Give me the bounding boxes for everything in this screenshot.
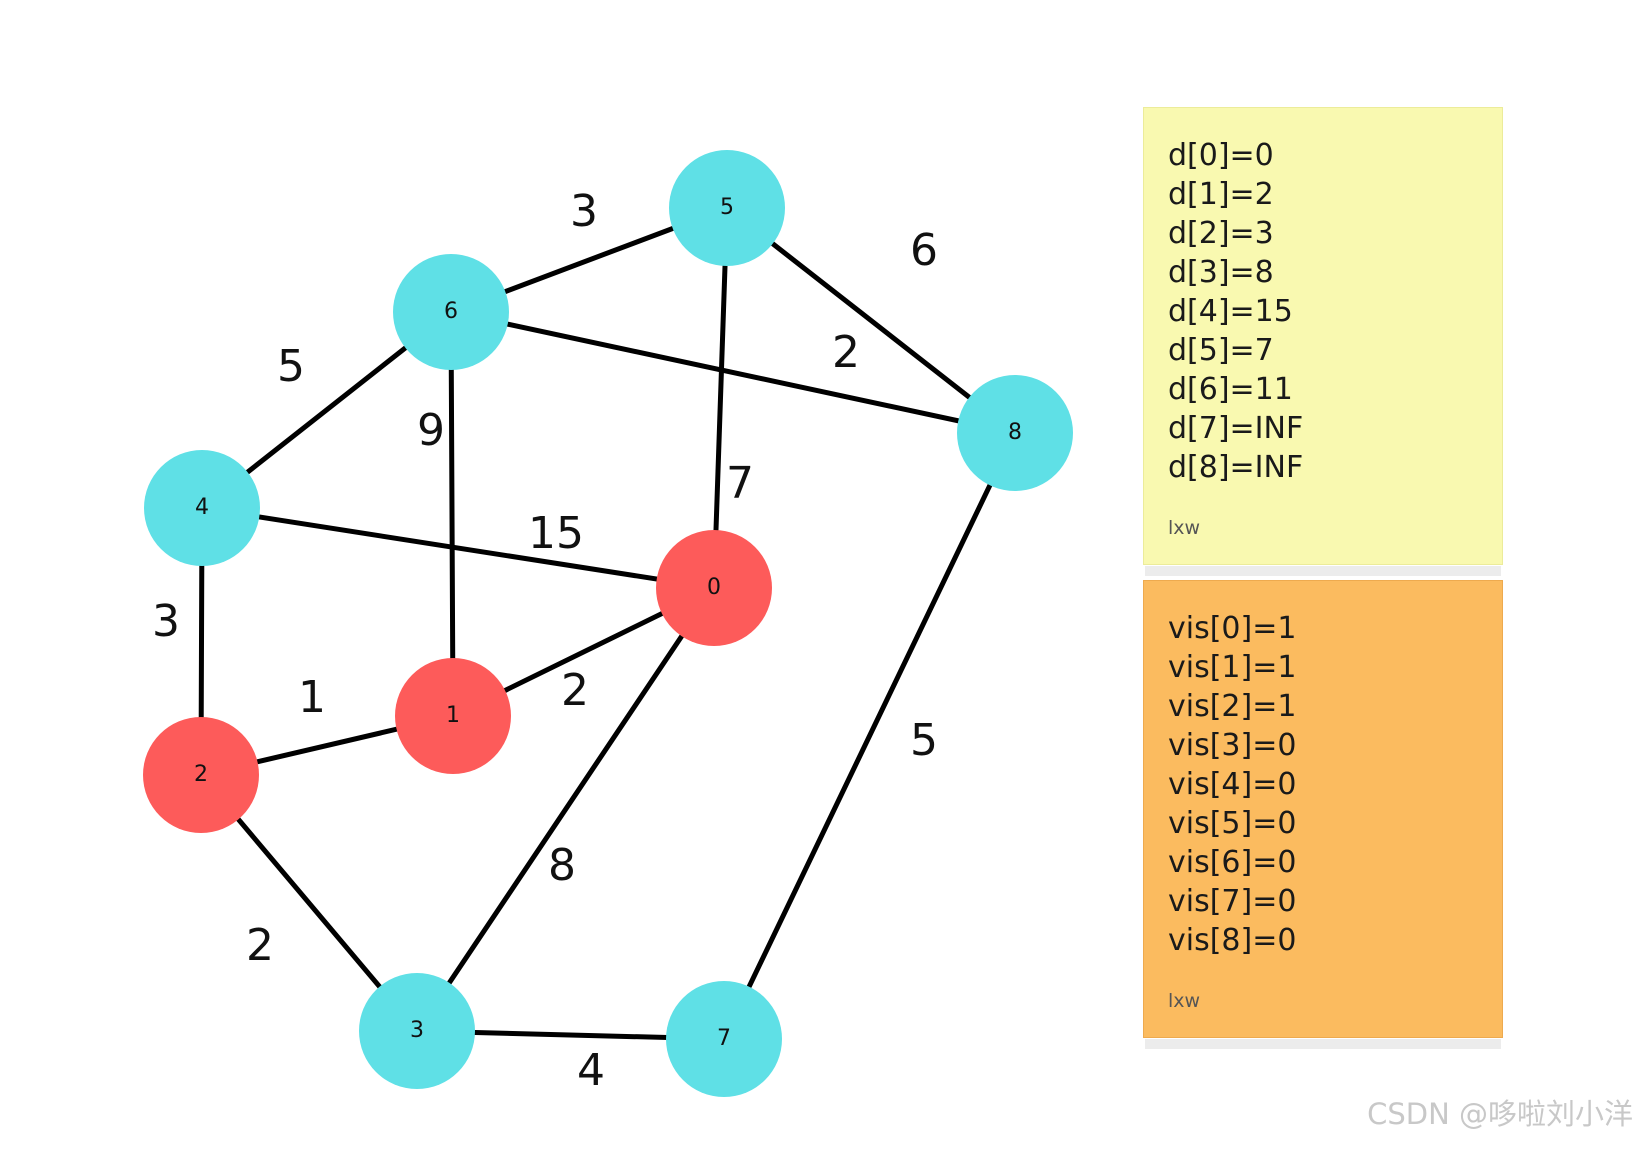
distance-note-shadow	[1145, 566, 1501, 576]
distance-line-1: d[1]=2	[1168, 177, 1274, 212]
node-label-0: 0	[707, 575, 721, 600]
edge-weight-6-5: 3	[570, 186, 598, 237]
edge-5-8	[724, 205, 1018, 436]
distance-line-5: d[5]=7	[1168, 333, 1274, 368]
edge-weight-6-1: 9	[417, 405, 445, 456]
node-label-4: 4	[195, 495, 209, 520]
node-label-6: 6	[444, 299, 458, 324]
distance-line-8: d[8]=INF	[1168, 450, 1304, 485]
edge-weight-2-3: 2	[246, 920, 274, 971]
edge-5-0	[711, 205, 730, 591]
edge-weight-3-7: 4	[577, 1045, 605, 1096]
edge-weight-2-1: 1	[298, 672, 326, 723]
node-8: 8	[957, 375, 1073, 491]
node-circle-1	[395, 658, 511, 774]
node-label-2: 2	[194, 762, 208, 787]
distance-line-4: d[4]=15	[1168, 294, 1293, 329]
node-label-3: 3	[410, 1018, 424, 1043]
edge-8-7	[721, 430, 1018, 1042]
distance-line-0: d[0]=0	[1168, 138, 1274, 173]
nodes-layer: 0 1 2 3 4 5 6 7 8	[143, 150, 1073, 1097]
edge-weight-4-2: 3	[152, 596, 180, 647]
node-0: 0	[656, 530, 772, 646]
edges-layer	[198, 205, 1018, 1042]
distance-line-7: d[7]=INF	[1168, 411, 1304, 446]
distance-note: d[0]=0 d[1]=2 d[2]=3 d[3]=8 d[4]=15 d[5]=7 d[6…	[1143, 107, 1503, 565]
node-circle-7	[666, 981, 782, 1097]
node-label-5: 5	[720, 195, 734, 220]
edge-6-1	[448, 309, 456, 719]
edge-weight-5-8: 6	[910, 225, 938, 276]
node-circle-0	[656, 530, 772, 646]
edge-6-8	[448, 309, 1018, 436]
visited-line-2: vis[2]=1	[1168, 689, 1297, 724]
edge-4-0	[199, 505, 717, 591]
distance-note-author: lxw	[1168, 517, 1201, 539]
edge-weight-0-3: 8	[548, 840, 576, 891]
node-2: 2	[143, 717, 259, 833]
edge-weight-8-7: 5	[910, 715, 938, 766]
watermark: CSDN @哆啦刘小洋	[1367, 1097, 1633, 1131]
visited-line-6: vis[6]=0	[1168, 845, 1297, 880]
node-3: 3	[359, 973, 475, 1089]
visited-line-1: vis[1]=1	[1168, 650, 1297, 685]
node-circle-2	[143, 717, 259, 833]
node-label-8: 8	[1008, 420, 1022, 445]
visited-note: vis[0]=1 vis[1]=1 vis[2]=1 vis[3]=0 vis[4]=0…	[1143, 580, 1503, 1038]
node-5: 5	[669, 150, 785, 266]
node-7: 7	[666, 981, 782, 1097]
node-circle-3	[359, 973, 475, 1089]
edge-weight-5-0: 7	[726, 458, 754, 509]
edge-weight-6-4: 5	[277, 341, 305, 392]
edge-weight-6-8: 2	[832, 327, 860, 378]
node-circle-8	[957, 375, 1073, 491]
visited-line-7: vis[7]=0	[1168, 884, 1297, 919]
distance-line-6: d[6]=11	[1168, 372, 1293, 407]
visited-line-4: vis[4]=0	[1168, 767, 1297, 802]
visited-note-shadow	[1145, 1039, 1501, 1049]
node-4: 4	[144, 450, 260, 566]
visited-line-0: vis[0]=1	[1168, 611, 1297, 646]
edge-0-3	[414, 585, 717, 1034]
visited-note-author: lxw	[1168, 990, 1201, 1012]
visited-line-8: vis[8]=0	[1168, 923, 1297, 958]
node-label-7: 7	[717, 1026, 731, 1051]
visited-line-5: vis[5]=0	[1168, 806, 1297, 841]
distance-line-3: d[3]=8	[1168, 255, 1274, 290]
node-label-1: 1	[446, 703, 460, 728]
distance-lines: d[0]=0 d[1]=2 d[2]=3 d[3]=8 d[4]=15 d[5]=7 d[6…	[1168, 136, 1478, 487]
node-6: 6	[393, 254, 509, 370]
edge-weight-1-0: 2	[561, 665, 589, 716]
node-circle-4	[144, 450, 260, 566]
visited-line-3: vis[3]=0	[1168, 728, 1297, 763]
visited-lines: vis[0]=1 vis[1]=1 vis[2]=1 vis[3]=0 vis[4]=0…	[1168, 609, 1478, 960]
node-1: 1	[395, 658, 511, 774]
edge-weight-4-0: 15	[528, 508, 584, 559]
node-circle-5	[669, 150, 785, 266]
distance-line-2: d[2]=3	[1168, 216, 1274, 251]
node-circle-6	[393, 254, 509, 370]
